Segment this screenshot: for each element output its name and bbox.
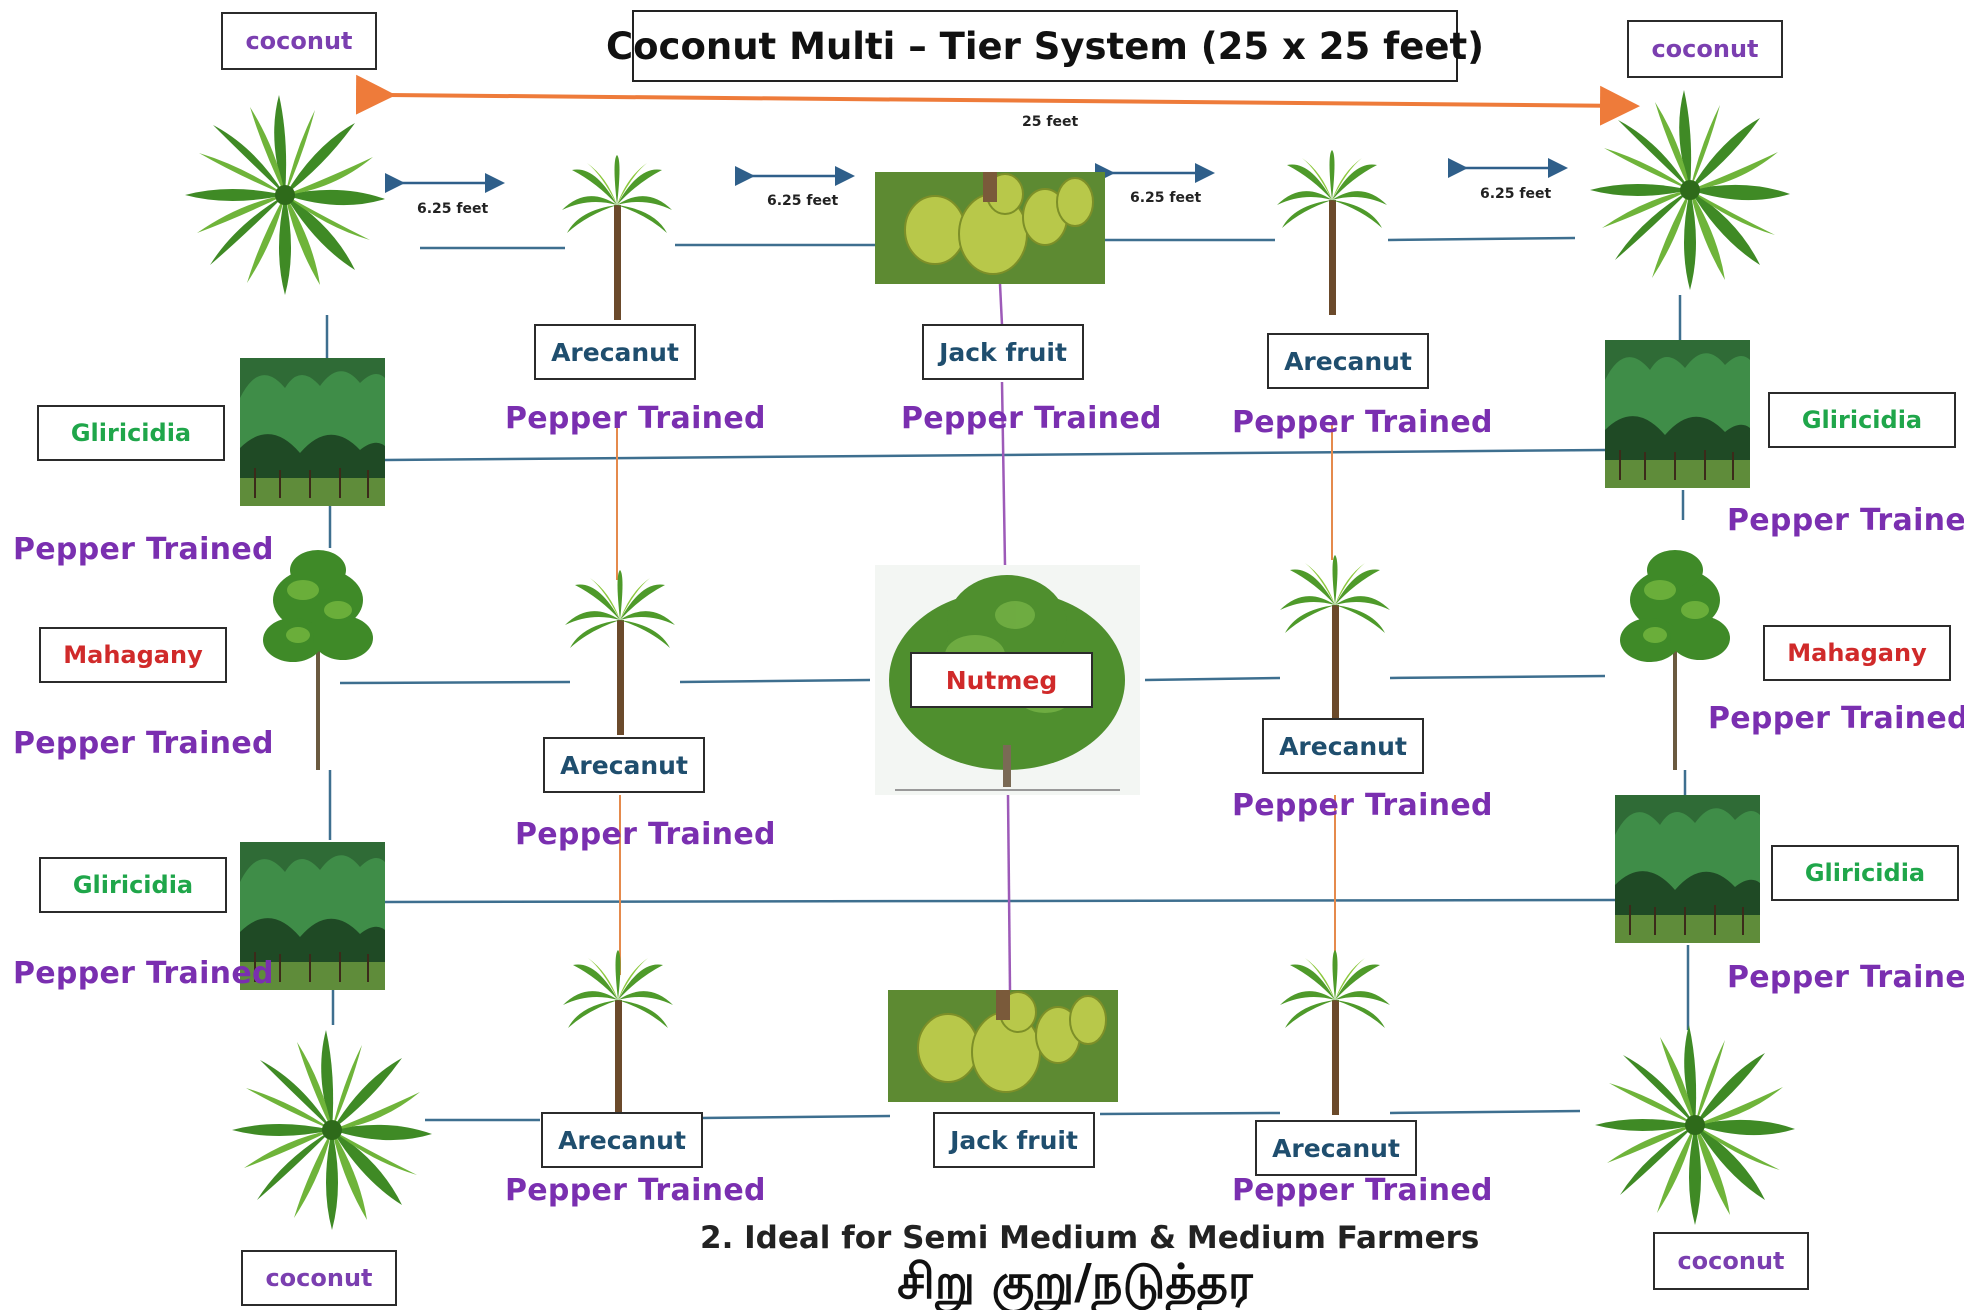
- pepper-label-maha-left: Pepper Trained: [13, 726, 274, 761]
- label-coconut-br: coconut: [1653, 1232, 1809, 1290]
- gliricidia-tree-icon-l1: [239, 357, 386, 507]
- label-arecanut-6: Arecanut: [1255, 1120, 1417, 1176]
- areca-palm-icon-2: [1277, 150, 1387, 315]
- label-nutmeg: Nutmeg: [910, 652, 1093, 708]
- gliricidia-tree-icon-r1: [1604, 339, 1751, 489]
- areca-palm-icon-5: [563, 950, 673, 1115]
- label-arecanut-2: Arecanut: [1267, 333, 1429, 389]
- pepper-label-areca-1: Pepper Trained: [505, 401, 766, 436]
- pepper-label-glir-r1: Pepper Trained: [1727, 503, 1964, 538]
- areca-lines: [616, 420, 1336, 975]
- jackfruit-photo-top: [874, 171, 1106, 285]
- label-mahagany-right: Mahagany: [1763, 625, 1951, 681]
- pepper-label-areca-6: Pepper Trained: [1232, 1173, 1493, 1208]
- mahagany-tree-icon-left: [261, 548, 375, 772]
- label-mahagany-left: Mahagany: [39, 627, 227, 683]
- label-coconut-tl: coconut: [221, 12, 377, 70]
- label-jackfruit-bottom: Jack fruit: [933, 1112, 1095, 1168]
- jack-lines: [998, 283, 1012, 991]
- diagram-title: Coconut Multi – Tier System (25 x 25 fee…: [606, 10, 1484, 82]
- pepper-label-areca-5: Pepper Trained: [505, 1173, 766, 1208]
- pepper-label-areca-2: Pepper Trained: [1232, 405, 1493, 440]
- dim-label-25ft: 25 feet: [1022, 114, 1079, 130]
- coconut-palm-icon-tr: [1590, 90, 1790, 290]
- coconut-palm-icon-bl: [232, 1030, 432, 1230]
- gliricidia-tree-icon-r2: [1614, 794, 1761, 944]
- mahagany-tree-icon-right: [1618, 548, 1732, 772]
- label-coconut-tr: coconut: [1627, 20, 1783, 78]
- pepper-label-maha-right: Pepper Trained: [1708, 701, 1964, 736]
- footer-tamil-caption: சிறு குறு/நடுத்தர: [897, 1254, 1253, 1310]
- label-coconut-bl: coconut: [241, 1250, 397, 1306]
- label-gliricidia-l2: Gliricidia: [39, 857, 227, 913]
- label-gliricidia-r2: Gliricidia: [1771, 845, 1959, 901]
- dim-label-spacing-3: 6.25 feet: [1130, 190, 1202, 206]
- label-jackfruit-top: Jack fruit: [922, 324, 1084, 380]
- label-gliricidia-l1: Gliricidia: [37, 405, 225, 461]
- dim-arrow-25ft: [355, 74, 1640, 126]
- label-arecanut-5: Arecanut: [541, 1112, 703, 1168]
- pepper-label-areca-3: Pepper Trained: [515, 817, 776, 852]
- footer-caption: 2. Ideal for Semi Medium & Medium Farmer…: [700, 1220, 1480, 1256]
- areca-palm-icon-3: [565, 570, 675, 735]
- dim-label-spacing-1: 6.25 feet: [417, 201, 489, 217]
- pepper-label-jack-top: Pepper Trained: [901, 401, 1162, 436]
- coconut-palm-icon-tl: [185, 95, 385, 295]
- label-arecanut-3: Arecanut: [543, 737, 705, 793]
- dim-label-spacing-4: 6.25 feet: [1480, 186, 1552, 202]
- pepper-label-glir-l2: Pepper Trained: [13, 956, 274, 991]
- pepper-label-areca-4: Pepper Trained: [1232, 788, 1493, 823]
- areca-palm-icon-4: [1280, 555, 1390, 720]
- areca-palm-icon-1: [562, 155, 672, 320]
- label-arecanut-4: Arecanut: [1262, 718, 1424, 774]
- coconut-palm-icon-br: [1595, 1025, 1795, 1225]
- pepper-label-glir-l1: Pepper Trained: [13, 532, 274, 567]
- areca-palm-icon-6: [1280, 950, 1390, 1115]
- jackfruit-photo-bottom: [887, 989, 1119, 1103]
- grid-lines: [325, 236, 1690, 1122]
- dim-label-spacing-2: 6.25 feet: [767, 193, 839, 209]
- label-arecanut-1: Arecanut: [534, 324, 696, 380]
- pepper-label-glir-r2: Pepper Trained: [1727, 960, 1964, 995]
- label-gliricidia-r1: Gliricidia: [1768, 392, 1956, 448]
